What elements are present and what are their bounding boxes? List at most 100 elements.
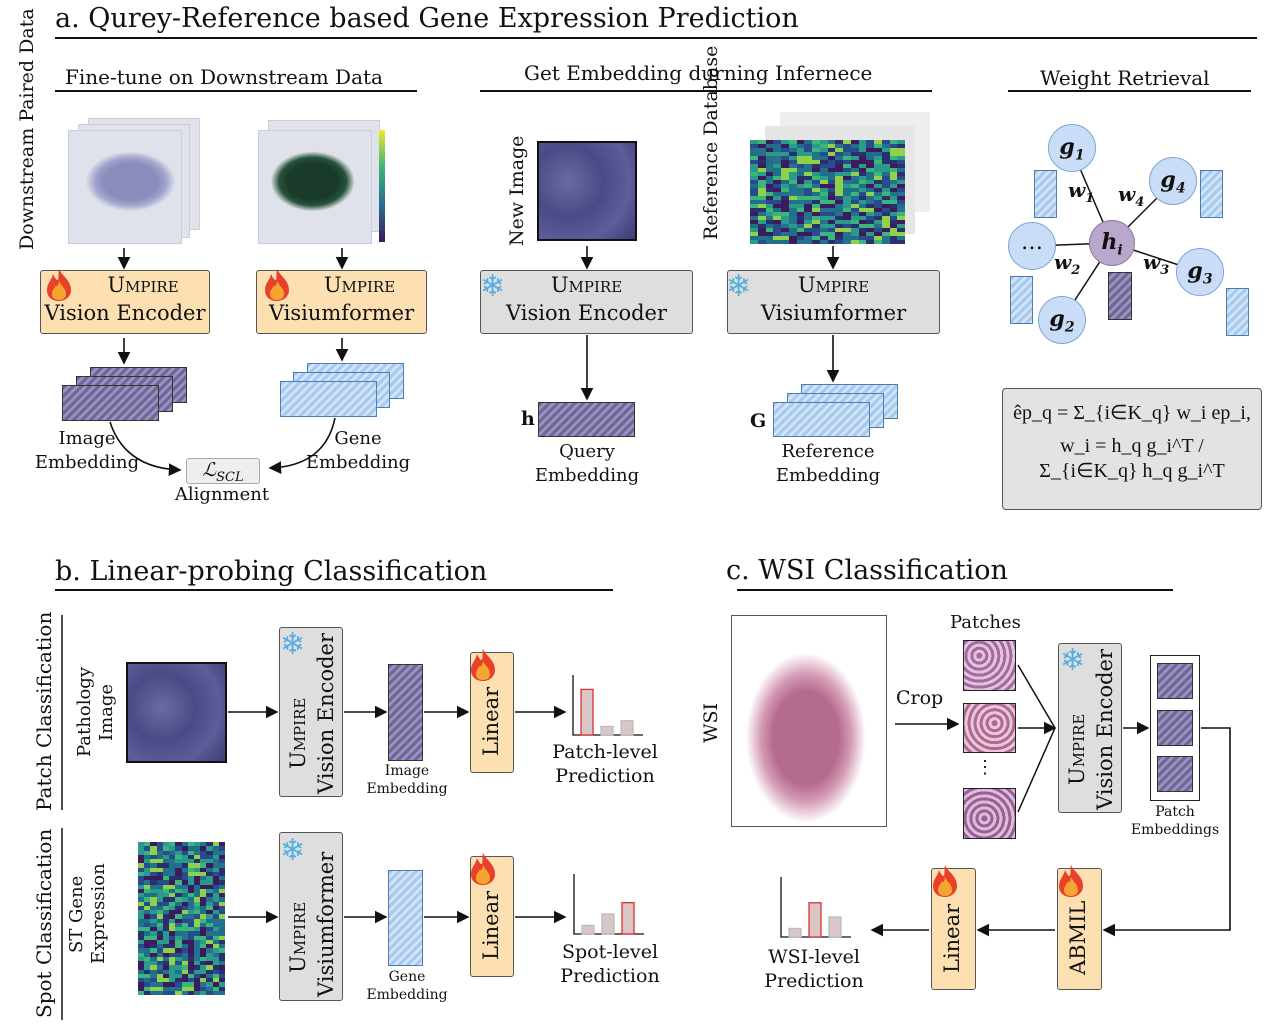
heatmap-cell: [150, 952, 158, 958]
heatmap-cell: [827, 160, 836, 165]
heatmap-cell: [144, 901, 151, 907]
heatmap-cell: [750, 144, 759, 149]
heatmap-cell: [788, 176, 797, 181]
heatmap-cell: [765, 156, 774, 161]
heatmap-cell: [858, 216, 867, 221]
gene-embedding: [388, 870, 423, 966]
heatmap-cell: [175, 961, 182, 966]
heatmap-cell: [156, 965, 164, 970]
reference-heatmap: [750, 140, 905, 244]
heatmap-cell: [866, 196, 875, 201]
heatmap-cell: [866, 208, 875, 213]
heatmap-cell: [200, 905, 207, 911]
heatmap-cell: [193, 901, 201, 907]
heatmap-cell: [835, 236, 844, 241]
colorbar: [379, 130, 385, 242]
heatmap-cell: [819, 160, 828, 165]
heatmap-cell: [757, 172, 766, 177]
heatmap-cell: [796, 208, 805, 213]
heatmap-cell: [138, 880, 145, 885]
heatmap-cell: [181, 990, 189, 995]
heatmap-cell: [200, 931, 207, 936]
heatmap-cell: [138, 854, 145, 860]
heatmap-cell: [866, 172, 875, 177]
heatmap-cell: [144, 854, 151, 860]
heatmap-cell: [835, 204, 844, 209]
heatmap-cell: [156, 982, 164, 987]
hi-embedding: [1108, 272, 1132, 320]
heatmap-cell: [835, 228, 844, 233]
heatmap-cell: [750, 164, 759, 169]
heatmap-cell: [796, 200, 805, 205]
heatmap-cell: [889, 152, 898, 157]
heatmap-cell: [881, 152, 890, 157]
heatmap-cell: [750, 224, 759, 229]
heatmap-cell: [843, 196, 852, 201]
heatmap-cell: [162, 846, 170, 851]
heatmap-cell: [138, 918, 145, 924]
heatmap-cell: [827, 224, 836, 229]
heatmap-cell: [773, 224, 782, 229]
heatmap-cell: [757, 224, 766, 229]
heatmap-cell: [206, 969, 214, 975]
heatmap-cell: [897, 236, 905, 241]
heatmap-cell: [889, 140, 898, 145]
heatmap-cell: [212, 918, 220, 924]
heatmap-cell: [187, 893, 195, 898]
heatmap-cell: [827, 228, 836, 233]
heatmap-cell: [193, 842, 201, 847]
image-embedding-label: Image Embedding: [34, 428, 140, 473]
heatmap-cell: [175, 893, 182, 898]
heatmap-cell: [850, 144, 859, 149]
heatmap-cell: [788, 184, 797, 189]
heatmap-cell: [212, 905, 220, 911]
heatmap-cell: [874, 212, 883, 217]
heatmap-cell: [750, 180, 759, 185]
heatmap-cell: [144, 871, 151, 877]
heatmap-cell: [156, 910, 164, 915]
heatmap-cell: [750, 232, 759, 237]
heatmap-cell: [181, 927, 189, 932]
heatmap-cell: [827, 208, 836, 213]
heatmap-cell: [162, 969, 170, 975]
heatmap-cell: [206, 871, 214, 877]
heatmap-cell: [835, 200, 844, 205]
heatmap-cell: [187, 990, 195, 995]
heatmap-cell: [765, 232, 774, 237]
heatmap-cell: [835, 168, 844, 173]
heatmap-cell: [181, 863, 189, 868]
heatmap-cell: [796, 176, 805, 181]
heatmap-cell: [843, 236, 852, 241]
heatmap-cell: [156, 893, 164, 898]
heatmap-cell: [850, 232, 859, 237]
heatmap-cell: [781, 212, 790, 217]
heatmap-cell: [193, 884, 201, 890]
heatmap-cell: [897, 192, 905, 197]
heatmap-cell: [850, 236, 859, 241]
heatmap-cell: [881, 232, 890, 237]
heatmap-cell: [187, 859, 195, 864]
heatmap-cell: [200, 901, 207, 907]
heatmap-cell: [812, 200, 821, 205]
heatmap-cell: [750, 152, 759, 157]
heatmap-cell: [175, 867, 182, 873]
heatmap-cell: [858, 164, 867, 169]
heatmap-cell: [150, 914, 158, 919]
heatmap-cell: [843, 208, 852, 213]
formula-line2: w_i = h_q g_i^T / Σ_{i∈K_q} h_q g_i^T: [1039, 435, 1225, 482]
heatmap-cell: [843, 204, 852, 209]
heatmap-cell: [138, 986, 145, 992]
heatmap-cell: [138, 842, 145, 847]
heatmap-cell: [218, 867, 225, 873]
model-type: Vision Encoder: [1093, 648, 1117, 810]
heatmap-cell: [187, 939, 195, 945]
g4-embedding: [1200, 170, 1223, 218]
heatmap-cell: [850, 240, 859, 244]
heatmap-cell: [169, 927, 176, 932]
arrow: [268, 417, 336, 474]
heatmap-cell: [138, 897, 145, 902]
heatmap-cell: [757, 200, 766, 205]
spot-classification-label: Spot Classification: [32, 828, 56, 1018]
heatmap-cell: [858, 224, 867, 229]
divider: [55, 90, 417, 92]
